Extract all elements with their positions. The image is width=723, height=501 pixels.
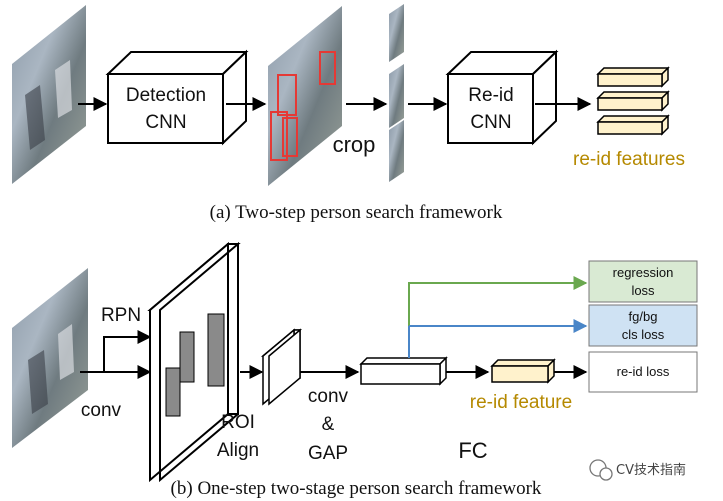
watermark-text: CV技术指南	[616, 462, 686, 478]
cropped-persons	[389, 4, 404, 182]
wechat-icon	[589, 459, 613, 481]
reid-feature-bar	[490, 358, 556, 384]
photo-icon	[12, 268, 88, 448]
reid-cnn-box: Re-id CNN	[445, 49, 559, 146]
reid-features-label: re-id features	[573, 149, 685, 170]
reid-label-2: CNN	[470, 112, 511, 133]
caption-b: (b) One-step two-stage person search fra…	[171, 478, 542, 499]
input-photo-b	[12, 268, 88, 448]
conv-gap-label-1: conv	[308, 386, 349, 407]
photo-icon	[12, 5, 86, 184]
input-photo-a	[12, 5, 86, 184]
watermark: CV技术指南	[589, 459, 686, 481]
detected-photo	[268, 6, 342, 186]
regression-arrow	[408, 276, 588, 358]
crop-label: crop	[333, 132, 376, 157]
bbox-4	[319, 51, 336, 85]
detection-cnn-box: Detection CNN	[105, 49, 249, 146]
roi-box-2	[165, 367, 181, 417]
fgbg-loss-label-2: cls loss	[622, 327, 665, 342]
regression-loss-label-1: regression	[613, 265, 674, 280]
roi-box-1	[179, 331, 195, 383]
reid-loss-label: re-id loss	[617, 364, 670, 379]
conv-label: conv	[81, 400, 122, 421]
detection-label-2: CNN	[145, 112, 186, 133]
fgbg-loss-box: fg/bg cls loss	[588, 304, 698, 347]
regression-loss-label-2: loss	[631, 283, 655, 298]
rpn-label: RPN	[101, 305, 141, 326]
bbox-3	[282, 117, 298, 157]
regression-loss-box: regression loss	[588, 260, 698, 303]
reid-label-1: Re-id	[468, 85, 513, 106]
bbox-2	[270, 111, 288, 161]
reid-feature-label: re-id feature	[470, 392, 572, 413]
roi-label-2: Align	[217, 440, 259, 461]
feature-map	[147, 241, 241, 483]
pooled-feature-bar	[359, 356, 448, 386]
reid-loss-box: re-id loss	[588, 351, 698, 393]
fc-label: FC	[458, 438, 487, 463]
conv-gap-label-3: GAP	[308, 443, 348, 464]
fgbg-loss-label-1: fg/bg	[629, 309, 658, 324]
roi-label-1: ROI	[221, 412, 255, 433]
reid-feature-bars	[596, 66, 670, 136]
caption-a: (a) Two-step person search framework	[210, 202, 503, 223]
detection-label-1: Detection	[126, 85, 206, 106]
conv-gap-label-2: &	[322, 414, 335, 435]
roi-feature	[260, 328, 303, 406]
roi-box-3	[207, 313, 225, 387]
